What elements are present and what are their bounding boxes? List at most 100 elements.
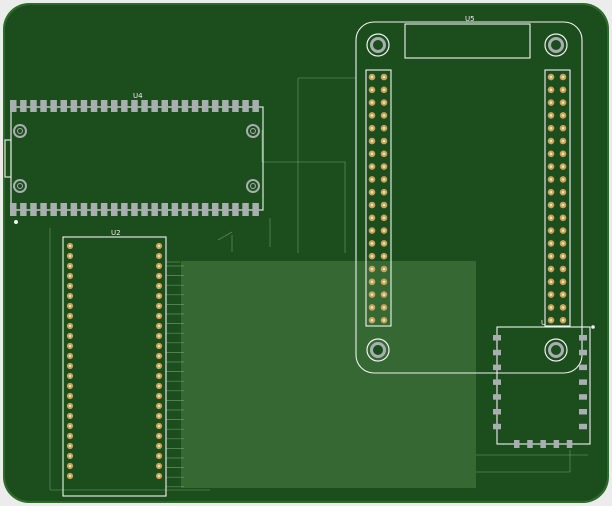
u2-pin-drill (157, 364, 161, 368)
u5-header-pin-drill (382, 126, 386, 130)
u4-pad (10, 100, 17, 112)
u4-pad (80, 203, 88, 216)
u5-mounting-hole (366, 33, 390, 57)
u5-header-pin-drill (549, 139, 553, 143)
u5-mounting-hole (370, 37, 386, 53)
u5-header-pin-drill (549, 165, 553, 168)
u5-header-pin-drill (382, 306, 386, 309)
u5-header-pin-drill (382, 152, 386, 156)
u5-header-pin-drill (561, 293, 565, 296)
u5-header-pin-drill (549, 114, 553, 117)
u2-pin-drill (157, 284, 161, 288)
u4-designator: U4 (133, 92, 143, 100)
u4-pad (171, 203, 179, 216)
u1-pad (579, 349, 587, 356)
u4-pad (111, 100, 118, 112)
u5-header-pin-drill (370, 178, 374, 181)
u2-pin-drill (157, 324, 161, 328)
u2-pin-drill (157, 264, 161, 268)
u1-pad (566, 440, 573, 448)
u2-pin-drill (157, 464, 161, 468)
u4-pad (80, 100, 88, 112)
u5-header-pin-drill (370, 101, 374, 104)
u4-pin1-marker (14, 220, 18, 224)
u5-header-pin-drill (549, 75, 553, 79)
u5-mounting-hole (548, 342, 564, 358)
u2-silkscreen-outline (62, 236, 167, 497)
u2-pin-drill (157, 244, 161, 248)
u2-pin-drill (68, 264, 72, 268)
u5-header-pin-drill (549, 254, 553, 258)
u4-pad (50, 203, 57, 216)
u2-pin-drill (157, 304, 161, 308)
u4-mounting-hole (250, 128, 256, 134)
u5-header-pin-drill (549, 216, 553, 220)
u2-pin-drill (68, 364, 72, 368)
component-u5[interactable]: U5 (355, 15, 583, 374)
u2-pin-drill (157, 414, 161, 418)
u1-pad (493, 423, 501, 430)
u5-header-pin-drill (370, 75, 374, 79)
u5-header-pin-drill (561, 254, 565, 258)
u5-mounting-hole (366, 338, 390, 362)
u4-pad (20, 203, 27, 216)
u2-pin-drill (68, 444, 72, 448)
u2-pin-drill (157, 404, 161, 408)
u2-pin-drill (68, 354, 72, 358)
u4-pad (232, 100, 239, 112)
u5-header-pin-drill (382, 216, 386, 220)
u4-pad (50, 100, 57, 112)
u5-header-pin-drill (561, 178, 565, 181)
u1-pad (493, 364, 501, 371)
u2-pin-drill (68, 314, 72, 318)
u4-pad (161, 100, 168, 112)
u2-designator: U2 (111, 229, 121, 237)
u5-header-pin-drill (561, 190, 565, 194)
u2-pin-drill (68, 394, 72, 398)
u4-pad (111, 203, 118, 216)
u4-mounting-hole (250, 183, 256, 189)
u4-pad (30, 203, 37, 216)
u4-pad (121, 203, 128, 216)
u4-pad (70, 100, 78, 112)
u5-header-pin-drill (549, 152, 553, 156)
u5-header-pin-drill (382, 242, 386, 245)
u5-header-pin-drill (382, 318, 386, 322)
component-u4[interactable]: U4 (4, 92, 264, 224)
u5-header-pin-drill (561, 267, 565, 271)
u4-pads-bottom (10, 203, 259, 216)
u5-header-pin-drill (549, 88, 553, 92)
u1-pad (579, 379, 587, 385)
u5-header-pin-drill (561, 139, 565, 143)
component-u2[interactable]: U2 (62, 229, 167, 497)
u4-pad (10, 203, 17, 216)
u2-pin-drill (68, 254, 72, 258)
u5-header-pin-drill (549, 203, 553, 207)
u2-pin-drill (157, 384, 161, 388)
u5-header-pin-drill (382, 203, 386, 207)
u2-pin-drill (157, 274, 161, 278)
u1-pad (579, 394, 587, 400)
component-u1[interactable]: U (493, 319, 595, 448)
u5-header-pin-drill (549, 178, 553, 181)
u1-pad (540, 440, 546, 448)
u2-pin-drill (157, 344, 161, 348)
u4-mounting-hole (246, 124, 260, 138)
u2-pin-drill (68, 474, 72, 478)
u2-pin-drill (157, 314, 161, 318)
u5-right-header-pins (547, 73, 567, 324)
u5-header-pin-drill (382, 293, 386, 296)
u5-header-pin-drill (382, 88, 386, 92)
u4-mounting-hole (13, 124, 27, 138)
u4-pin1-notch (4, 139, 12, 178)
u2-pin-drill (68, 284, 72, 288)
u5-header-pin-drill (561, 165, 565, 168)
u5-header-pin-drill (370, 254, 374, 258)
u5-header-pin-drill (370, 190, 374, 194)
u2-pin-drill (157, 374, 161, 378)
u2-pin-drill (68, 434, 72, 438)
u5-left-header-outline (365, 69, 392, 327)
u5-mounting-hole (544, 338, 568, 362)
u2-pin-drill (68, 294, 72, 298)
